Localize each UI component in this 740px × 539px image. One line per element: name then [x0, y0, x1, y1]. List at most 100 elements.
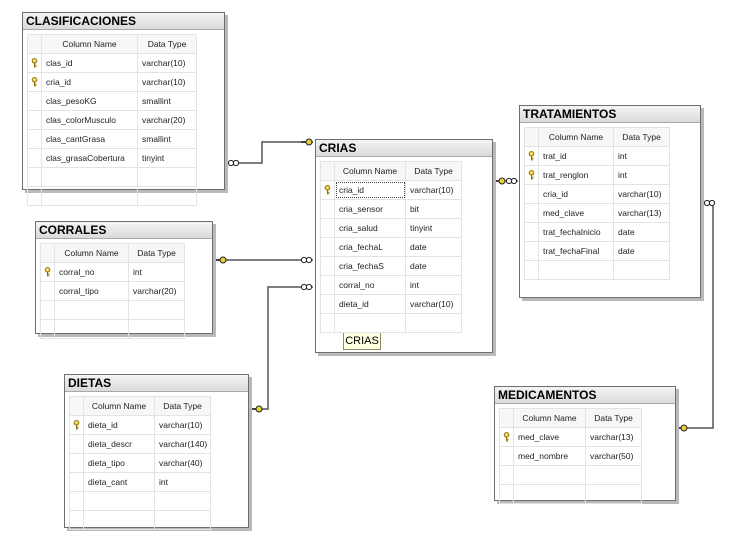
data-type-cell[interactable]: [406, 314, 462, 332]
data-type-cell[interactable]: varchar(10): [138, 54, 197, 72]
column-name-cell[interactable]: dieta_id: [335, 295, 406, 313]
data-type-cell[interactable]: smallint: [138, 130, 197, 148]
data-type-cell[interactable]: varchar(20): [138, 111, 197, 129]
column-name-cell[interactable]: [42, 187, 138, 205]
data-type-cell[interactable]: date: [614, 242, 670, 260]
column-name-cell[interactable]: corral_no: [55, 263, 129, 281]
column-name-cell[interactable]: clas_cantGrasa: [42, 130, 138, 148]
data-type-cell[interactable]: int: [406, 276, 462, 294]
empty-row[interactable]: [321, 314, 462, 333]
empty-row[interactable]: [28, 187, 197, 206]
data-type-cell[interactable]: int: [155, 473, 211, 491]
data-type-cell[interactable]: [155, 511, 211, 529]
data-type-cell[interactable]: date: [406, 257, 462, 275]
data-type-cell[interactable]: date: [406, 238, 462, 256]
column-name-cell[interactable]: corral_no: [335, 276, 406, 294]
column-name-cell[interactable]: trat_id: [539, 147, 614, 165]
column-name-cell[interactable]: dieta_descr: [84, 435, 155, 453]
data-type-cell[interactable]: [155, 492, 211, 510]
data-type-cell[interactable]: varchar(13): [586, 428, 642, 446]
column-name-cell[interactable]: dieta_cant: [84, 473, 155, 491]
empty-row[interactable]: [28, 168, 197, 187]
data-type-cell[interactable]: smallint: [138, 92, 197, 110]
data-type-cell[interactable]: [614, 261, 670, 279]
column-name-cell[interactable]: [514, 466, 586, 484]
data-type-cell[interactable]: date: [614, 223, 670, 241]
column-name-cell[interactable]: trat_fechaFinal: [539, 242, 614, 260]
column-name-cell[interactable]: cria_sensor: [335, 200, 406, 218]
empty-row[interactable]: [525, 261, 670, 280]
column-name-cell[interactable]: dieta_tipo: [84, 454, 155, 472]
table-title[interactable]: CLASIFICACIONES: [23, 13, 224, 30]
empty-row[interactable]: [500, 485, 642, 504]
column-name-cell[interactable]: cria_id: [42, 73, 138, 91]
column-name-cell[interactable]: cria_id: [335, 181, 406, 199]
column-name-cell[interactable]: trat_renglon: [539, 166, 614, 184]
table-title[interactable]: TRATAMIENTOS: [520, 106, 700, 123]
data-type-cell[interactable]: varchar(20): [129, 282, 185, 300]
data-type-cell[interactable]: varchar(10): [406, 295, 462, 313]
data-type-cell[interactable]: [129, 320, 185, 338]
table-title[interactable]: DIETAS: [65, 375, 248, 392]
column-name-cell[interactable]: [84, 511, 155, 529]
column-name-cell[interactable]: clas_pesoKG: [42, 92, 138, 110]
column-name-cell[interactable]: [42, 168, 138, 186]
data-type-cell[interactable]: [586, 466, 642, 484]
empty-row[interactable]: [41, 320, 185, 339]
column-name-cell[interactable]: cria_fechaL: [335, 238, 406, 256]
data-type-cell[interactable]: int: [614, 166, 670, 184]
data-type-cell[interactable]: int: [614, 147, 670, 165]
data-type-cell[interactable]: [129, 301, 185, 319]
column-name-cell[interactable]: clas_colorMusculo: [42, 111, 138, 129]
data-type-cell[interactable]: bit: [406, 200, 462, 218]
data-type-cell[interactable]: varchar(140): [155, 435, 211, 453]
column-name-cell[interactable]: dieta_id: [84, 416, 155, 434]
data-type-cell[interactable]: varchar(50): [586, 447, 642, 465]
data-type-cell[interactable]: tinyint: [406, 219, 462, 237]
empty-row[interactable]: [41, 301, 185, 320]
column-name-cell[interactable]: [55, 320, 129, 338]
data-type-cell[interactable]: varchar(10): [155, 416, 211, 434]
column-name-cell[interactable]: [539, 261, 614, 279]
column-name-cell[interactable]: [335, 314, 406, 332]
table-title[interactable]: CORRALES: [36, 222, 212, 239]
column-name-cell[interactable]: clas_id: [42, 54, 138, 72]
data-type-cell[interactable]: varchar(10): [614, 185, 670, 203]
table-title[interactable]: MEDICAMENTOS: [495, 387, 675, 404]
column-name-cell[interactable]: corral_tipo: [55, 282, 129, 300]
column-name-cell[interactable]: med_nombre: [514, 447, 586, 465]
data-type-cell[interactable]: tinyint: [138, 149, 197, 167]
column-name-cell[interactable]: clas_grasaCobertura: [42, 149, 138, 167]
data-type-cell[interactable]: varchar(40): [155, 454, 211, 472]
data-type-cell[interactable]: [586, 485, 642, 503]
